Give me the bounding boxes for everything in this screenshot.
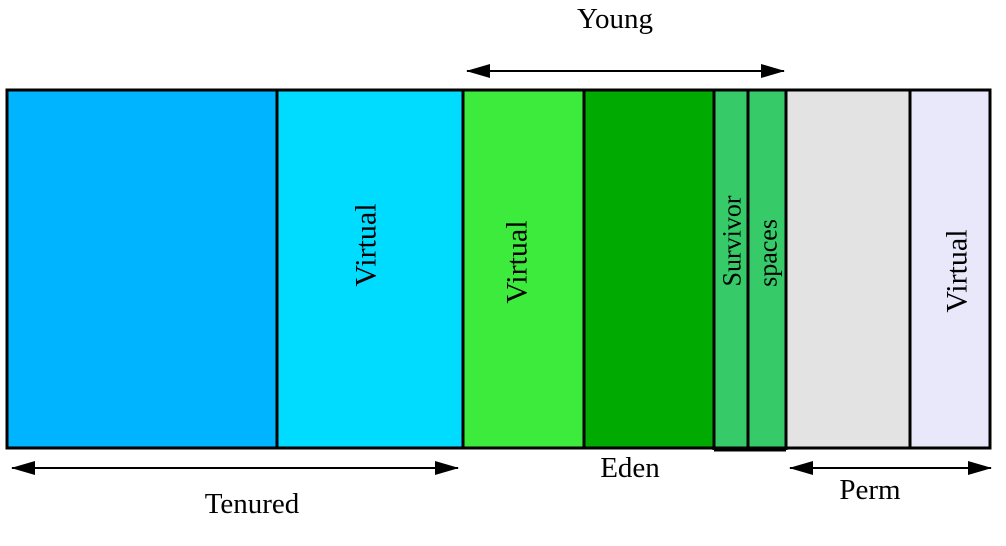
eden-label: Eden — [600, 452, 660, 484]
tenured-label: Tenured — [205, 488, 300, 520]
tenured-virtual-space — [277, 90, 463, 448]
tenured-virtual-label: Virtual — [350, 203, 383, 286]
tenured-space — [7, 90, 277, 448]
perm-space — [786, 90, 910, 448]
young-virtual-space — [463, 90, 584, 448]
outer-border — [5, 88, 992, 450]
outline — [5, 88, 992, 452]
young-virtual-label: Virtual — [501, 220, 534, 303]
young-label: Young — [577, 3, 653, 35]
spaces-label: spaces — [754, 219, 783, 287]
survivor-space-2 — [748, 90, 786, 448]
survivor-space-1 — [714, 90, 748, 448]
eden-space — [584, 90, 714, 448]
perm-label: Perm — [839, 474, 901, 506]
survivor-label: Survivor — [718, 195, 747, 286]
perm-virtual-space — [910, 90, 990, 448]
perm-virtual-label: Virtual — [941, 229, 974, 312]
